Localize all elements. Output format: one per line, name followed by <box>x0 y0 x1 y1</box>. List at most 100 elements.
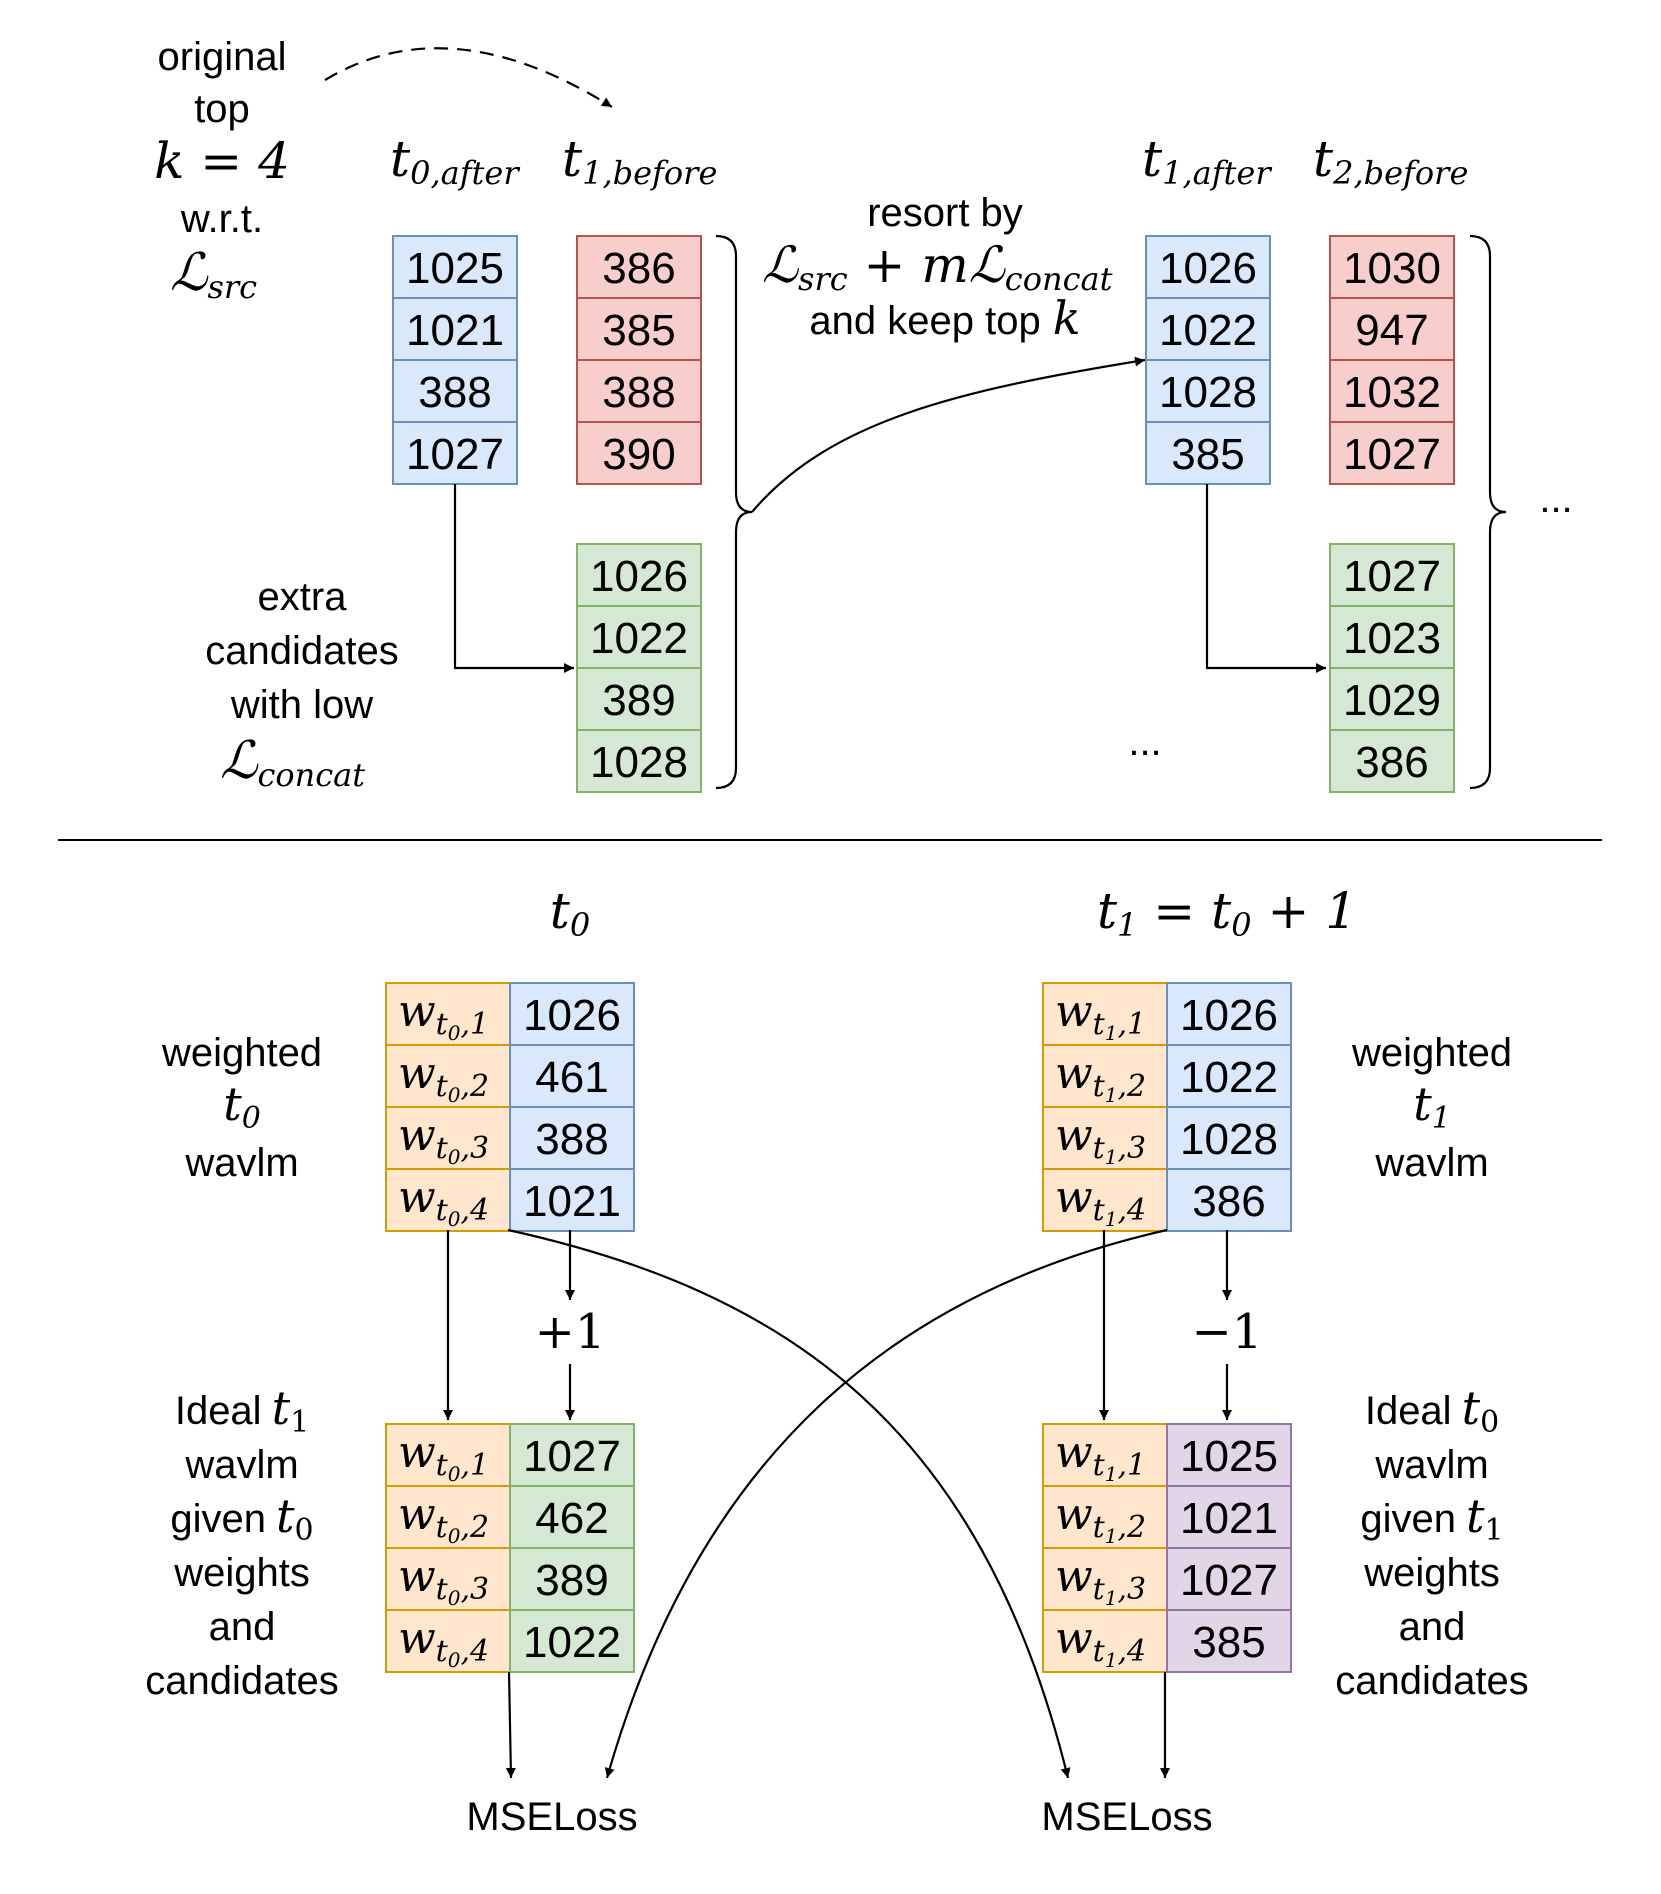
svg-text:wt0,3: wt0,3 <box>398 1110 489 1169</box>
t2-before-cell: 1027 <box>1329 421 1455 485</box>
svg-text:1032: 1032 <box>1343 368 1441 417</box>
ideal-t1-value-cell: 1027 <box>509 1423 635 1487</box>
ideal-t1-value-cell: 1022 <box>509 1609 635 1673</box>
svg-text:1028: 1028 <box>1159 368 1257 417</box>
weighted-t0-symbol: t0 <box>223 1077 261 1136</box>
svg-text:388: 388 <box>602 368 675 417</box>
svg-text:1025: 1025 <box>406 244 504 293</box>
ideal-t1-value-cell: 462 <box>509 1485 635 1549</box>
t1-after-cell: 1022 <box>1145 297 1271 361</box>
svg-text:wt0,4: wt0,4 <box>398 1172 489 1231</box>
svg-text:1022: 1022 <box>1159 306 1257 355</box>
svg-text:1022: 1022 <box>523 1618 621 1667</box>
svg-text:wt1,1: wt1,1 <box>1055 986 1146 1045</box>
svg-text:1027: 1027 <box>1180 1556 1278 1605</box>
svg-text:1027: 1027 <box>523 1432 621 1481</box>
l-src-symbol: ℒsrc <box>170 243 257 306</box>
ellipsis-mid: ... <box>1128 720 1161 764</box>
t1-value-cell: 1026 <box>1166 982 1292 1046</box>
t1-before-cell: 385 <box>576 297 702 361</box>
t0-after-cell: 388 <box>392 359 518 423</box>
svg-text:1023: 1023 <box>1343 614 1441 663</box>
extra-candidate-cell: 1022 <box>576 605 702 669</box>
weight-cell: wt0,1 <box>385 1423 511 1487</box>
t1-after-cell: 1026 <box>1145 235 1271 299</box>
svg-text:1027: 1027 <box>1343 430 1441 479</box>
extra-candidate-cell: 389 <box>576 667 702 731</box>
weight-cell: wt1,4 <box>1042 1168 1168 1232</box>
t2-before-cell: 1030 <box>1329 235 1455 299</box>
k-equation: k = 4 <box>154 132 290 190</box>
svg-text:wt1,2: wt1,2 <box>1055 1489 1146 1548</box>
svg-text:462: 462 <box>535 1494 608 1543</box>
ideal-t0-value-cell: 1021 <box>1166 1485 1292 1549</box>
extra-candidate-cell: 1028 <box>576 729 702 793</box>
weight-cell: wt1,2 <box>1042 1044 1168 1108</box>
svg-text:wt0,2: wt0,2 <box>398 1048 489 1107</box>
weight-cell: wt1,1 <box>1042 982 1168 1046</box>
svg-text:wt0,2: wt0,2 <box>398 1489 489 1548</box>
svg-text:wt1,2: wt1,2 <box>1055 1048 1146 1107</box>
svg-text:wt0,4: wt0,4 <box>398 1613 489 1672</box>
svg-text:1021: 1021 <box>406 306 504 355</box>
svg-text:461: 461 <box>535 1053 608 1102</box>
wrt-label: w.r.t. <box>180 197 263 241</box>
extra-candidate-2-cell: 1023 <box>1329 605 1455 669</box>
header-t1-after: t1,after <box>1142 130 1272 192</box>
ideal-t0-line5: and <box>1399 1605 1466 1649</box>
title-t1: t1 = t0 + 1 <box>1097 882 1357 944</box>
svg-text:1022: 1022 <box>590 614 688 663</box>
dashed-shift-arrow <box>324 47 613 108</box>
svg-text:1026: 1026 <box>590 552 688 601</box>
svg-text:1026: 1026 <box>523 991 621 1040</box>
svg-text:wt1,1: wt1,1 <box>1055 1427 1146 1486</box>
svg-text:1022: 1022 <box>1180 1053 1278 1102</box>
l-concat-symbol: ℒconcat <box>220 731 365 794</box>
t0-after-cell: 1027 <box>392 421 518 485</box>
svg-text:385: 385 <box>1171 430 1244 479</box>
column-t1-before: 386 385 388 390 <box>576 235 702 485</box>
arrow-ideal-t1-to-loss <box>505 1671 516 1779</box>
header-t0-after: t0,after <box>390 130 520 192</box>
ideal-t1-line5: and <box>209 1605 276 1649</box>
svg-text:1030: 1030 <box>1343 244 1441 293</box>
svg-text:wt1,4: wt1,4 <box>1055 1613 1146 1672</box>
svg-text:wt0,1: wt0,1 <box>398 1427 489 1486</box>
weight-cell: wt0,3 <box>385 1106 511 1170</box>
t1-before-cell: 390 <box>576 421 702 485</box>
bottom-section: t0 t1 = t0 + 1 weighted t0 wavlm weighte… <box>145 882 1528 1839</box>
svg-text:947: 947 <box>1355 306 1428 355</box>
svg-text:385: 385 <box>602 306 675 355</box>
ideal-t1-line6: candidates <box>145 1659 338 1703</box>
svg-text:385: 385 <box>1192 1618 1265 1667</box>
ideal-t0-line2: wavlm <box>1374 1443 1488 1487</box>
ideal-t0-line4: weights <box>1363 1551 1500 1595</box>
arrow-to-extra-candidates-2 <box>1205 484 1326 673</box>
svg-text:389: 389 <box>535 1556 608 1605</box>
extra-candidate-2-cell: 386 <box>1329 729 1455 793</box>
svg-text:386: 386 <box>1355 738 1428 787</box>
extra-candidate-2-cell: 1027 <box>1329 543 1455 607</box>
plus-one-label: +1 <box>535 1304 606 1360</box>
weight-cell: wt1,3 <box>1042 1106 1168 1170</box>
svg-text:390: 390 <box>602 430 675 479</box>
weight-cell: wt0,3 <box>385 1547 511 1611</box>
top-section: original top k = 4 w.r.t. ℒsrc t0,after … <box>154 35 1573 794</box>
mse-loss-left: MSELoss <box>466 1795 637 1839</box>
svg-text:wt1,4: wt1,4 <box>1055 1172 1146 1231</box>
svg-text:386: 386 <box>602 244 675 293</box>
t0-value-cell: 1021 <box>509 1168 635 1232</box>
svg-text:1021: 1021 <box>523 1177 621 1226</box>
brace-group-2 <box>1469 234 1507 790</box>
weighted-t1-line1: weighted <box>1351 1031 1512 1075</box>
t0-after-cell: 1021 <box>392 297 518 361</box>
original-label-line1: original <box>158 35 287 79</box>
arrow-cross-to-right-loss <box>507 1228 1071 1779</box>
weighted-t0-line3: wavlm <box>184 1141 298 1185</box>
weight-cell: wt0,2 <box>385 1044 511 1108</box>
svg-text:388: 388 <box>418 368 491 417</box>
